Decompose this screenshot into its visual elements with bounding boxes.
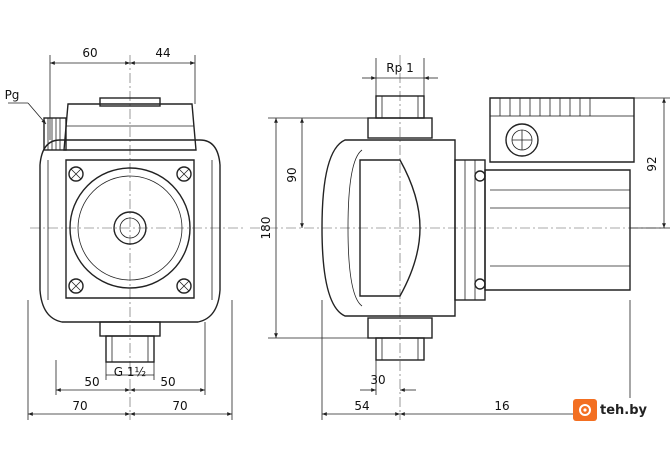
dim-pg-label: Pg [5, 88, 20, 102]
motor-body [484, 169, 631, 291]
side-volute [359, 159, 421, 297]
side-bottom-thread [375, 337, 425, 361]
side-housing [321, 139, 456, 317]
terminal-cap [99, 97, 161, 107]
dim-front-top-right: 44 [155, 46, 170, 60]
pump-flange [65, 159, 195, 299]
dim-side-bottom-small: 30 [370, 373, 385, 387]
dim-side-bottom-left: 54 [354, 399, 369, 413]
dim-bottom-half-right: 50 [160, 375, 175, 389]
body-inner-lines [47, 160, 213, 300]
bolt-bottom-left [68, 278, 84, 294]
dim-side-bottom-right: 16 [494, 399, 509, 413]
bolt-bottom-right [176, 278, 192, 294]
dim-motor-height: 92 [645, 156, 659, 171]
pump-body-outline [39, 139, 221, 323]
speed-knob [505, 123, 539, 157]
dim-bottom-full-left: 70 [72, 399, 87, 413]
dim-bottom-half-left: 50 [84, 375, 99, 389]
dim-height-total: 180 [259, 217, 273, 240]
brand-logo-mark [573, 399, 597, 421]
pump-volute-outer [69, 167, 191, 289]
inlet-thread [105, 335, 155, 363]
side-top-thread [375, 95, 425, 119]
gear-icon [579, 404, 591, 416]
side-bolt-bottom [474, 278, 486, 290]
bolt-top-right [176, 166, 192, 182]
brand-name: teh.by [600, 402, 648, 418]
brand-logo: teh.by [573, 398, 670, 422]
dim-side-top-label: Rp 1 [386, 61, 413, 75]
cable-gland [43, 117, 67, 151]
pump-shaft-plug [113, 211, 147, 245]
side-view: 180 90 92 Rp 1 30 54 16 [250, 55, 670, 420]
dim-inlet-label: G 1½ [114, 365, 146, 379]
dim-front-top-left: 60 [82, 46, 97, 60]
dim-height-half: 90 [285, 167, 299, 182]
dim-bottom-full-right: 70 [172, 399, 187, 413]
bolt-top-left [68, 166, 84, 182]
side-bolt-top [474, 170, 486, 182]
front-view: 60 44 Pg G 1½ 50 50 70 70 [5, 46, 245, 420]
